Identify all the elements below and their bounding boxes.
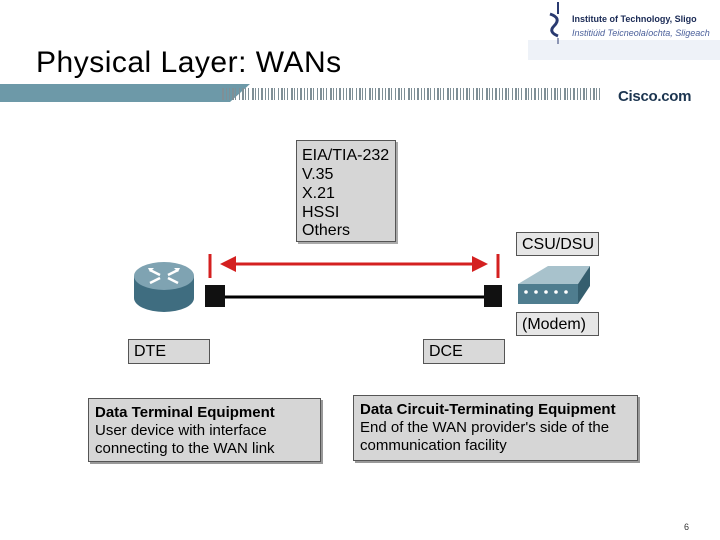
standard-item: V.35: [302, 166, 334, 183]
standard-item: HSSI: [302, 204, 340, 221]
standard-item: Others: [302, 222, 351, 239]
banner-stripes: [222, 88, 600, 100]
dce-label: DCE: [423, 339, 505, 364]
institute-logo: Institute of Technology, Sligo Institiúi…: [528, 0, 720, 60]
dte-description-box: Data Terminal Equipment User device with…: [88, 398, 321, 462]
dte-description-line: connecting to the WAN link: [95, 440, 275, 457]
standard-item: X.21: [302, 185, 335, 202]
dte-description-line: User device with interface: [95, 422, 267, 439]
interface-arrow: [220, 256, 488, 272]
csu-dsu-icon: [518, 266, 590, 304]
dte-connector: [205, 285, 225, 307]
dce-description-title: Data Circuit-Terminating Equipment: [360, 401, 616, 418]
institute-name-irish: Institiúid Teicneolaíochta, Sligeach: [572, 28, 710, 38]
interface-standards-box: EIA/TIA-232 V.35 X.21 HSSI Others: [296, 140, 396, 242]
page-number: 6: [684, 522, 690, 532]
modem-label: (Modem): [516, 312, 599, 336]
slide-title: Physical Layer: WANs: [36, 46, 342, 79]
cisco-logo: Cisco.com: [618, 88, 692, 105]
dce-connector: [484, 285, 502, 307]
dce-description-line: communication facility: [360, 437, 507, 454]
dte-label: DTE: [128, 339, 210, 364]
dce-description-box: Data Circuit-Terminating Equipment End o…: [353, 395, 638, 461]
csu-dsu-label: CSU/DSU: [516, 232, 599, 256]
standard-item: EIA/TIA-232: [302, 147, 390, 164]
institute-name: Institute of Technology, Sligo: [572, 14, 697, 24]
dce-description-line: End of the WAN provider's side of the: [360, 419, 610, 436]
header-banner: [0, 84, 600, 102]
router-icon: [134, 262, 194, 312]
dte-description-title: Data Terminal Equipment: [95, 404, 275, 421]
institute-emblem-icon: [528, 0, 720, 60]
